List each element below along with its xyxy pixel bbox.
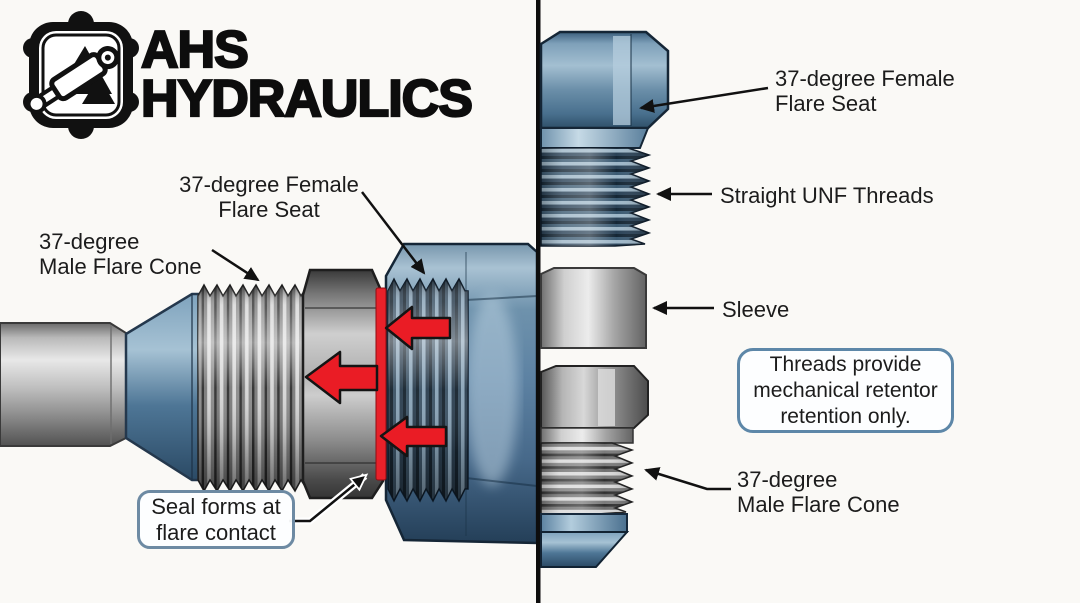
divider-line [536, 0, 541, 603]
female-collar-shape [540, 127, 650, 149]
female-hex-head-shape [539, 30, 670, 130]
leader-arrow [211, 191, 426, 282]
male-flare-cone-shape [124, 292, 204, 482]
label-right-female-flare-seat: 37-degree Female Flare Seat [775, 66, 955, 116]
exploded-view-illustration [539, 30, 769, 568]
sleeve-shape [540, 267, 647, 349]
male-collar-shape [540, 427, 634, 444]
seal-contact-callout: Seal forms at flare contact [137, 490, 295, 549]
leader-arrow [639, 86, 769, 491]
threads-retention-note: Threads provide mechanical retentor rete… [737, 348, 954, 433]
label-right-male-flare-cone: 37-degree Male Flare Cone [737, 467, 900, 517]
female-threads-shape [387, 278, 469, 502]
label-left-female-flare-seat: 37-degree Female Flare Seat [179, 172, 359, 222]
male-unf-threads-shape [540, 442, 633, 515]
logo-wordmark: AHS HYDRAULICS [140, 21, 474, 128]
male-cone-band-shape [540, 513, 628, 533]
hydraulic-cylinder-badge-icon [23, 11, 139, 139]
label-left-male-flare-cone: 37-degree Male Flare Cone [39, 229, 202, 279]
assembled-fitting-illustration [0, 191, 539, 545]
logo-line2: HYDRAULICS [140, 70, 474, 128]
male-threads-shape [197, 284, 313, 492]
female-unf-threads-shape [540, 147, 650, 247]
label-sleeve: Sleeve [722, 297, 790, 322]
logo-line1: AHS [140, 21, 250, 79]
male-hex-shape [540, 365, 649, 429]
seal-leader-arrow [289, 473, 365, 525]
tube-shape [0, 322, 127, 447]
label-straight-unf-threads: Straight UNF Threads [720, 183, 934, 208]
male-flare-cone-exploded-shape [540, 531, 630, 568]
red-left-arrow-icon [304, 305, 452, 458]
